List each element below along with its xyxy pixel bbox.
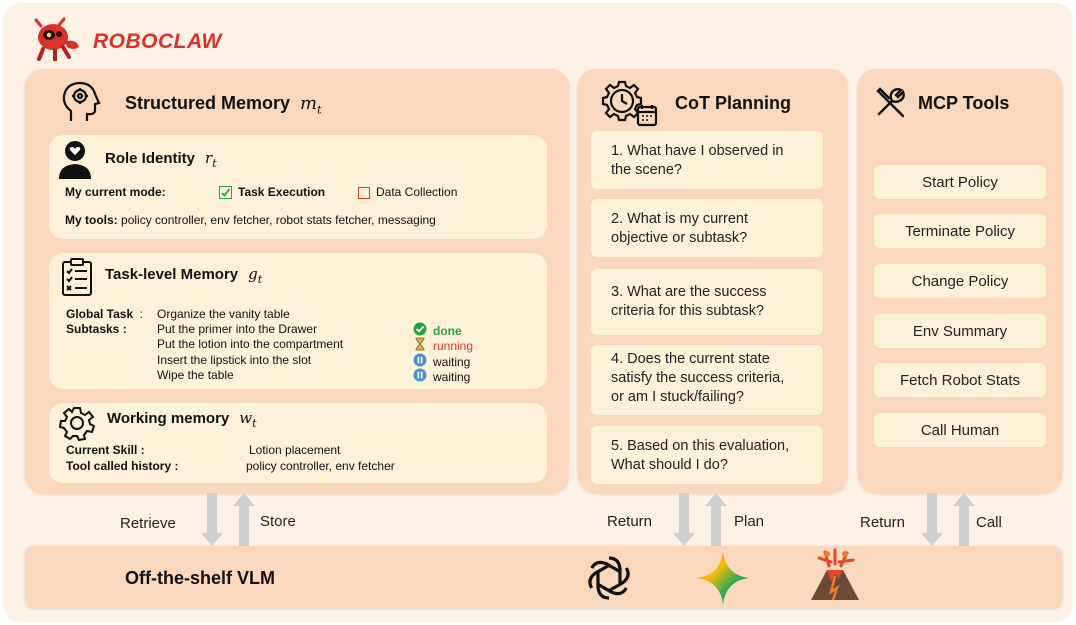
tool-history-value: policy controller, env fetcher	[246, 459, 395, 473]
store-label: Store	[260, 513, 296, 530]
brand-name: ROBOCLAW	[93, 29, 222, 53]
role-identity-card: Role Identity rt My current mode: Task E…	[49, 135, 547, 239]
checkmark-done-icon	[413, 322, 427, 340]
head-brain-icon	[61, 81, 101, 128]
robot-logo-icon	[29, 17, 85, 66]
tool-change-policy: Change Policy	[874, 264, 1046, 298]
person-heart-icon	[57, 139, 93, 184]
checkbox-checked-icon	[219, 186, 232, 199]
working-memory-title: Working memory wt	[107, 409, 257, 430]
current-skill-value: Lotion placement	[249, 443, 341, 457]
tools-row: My tools: policy controller, env fetcher…	[65, 213, 436, 227]
plan-label: Plan	[734, 513, 765, 530]
clipboard-checklist-icon	[61, 257, 93, 302]
working-symbol: wt	[239, 409, 257, 430]
structured-memory-title: Structured Memory mt	[125, 93, 322, 117]
status-done: done	[413, 322, 462, 340]
memory-symbol: mt	[300, 93, 322, 117]
plan-arrow	[705, 493, 727, 546]
checkbox-empty-icon	[358, 186, 370, 199]
subtask-text: Insert the lipstick into the slot	[157, 353, 312, 367]
pause-icon	[413, 353, 427, 371]
mcp-tools-title: MCP Tools	[918, 93, 1010, 113]
tool-terminate-policy: Terminate Policy	[874, 214, 1046, 248]
store-arrow	[233, 493, 255, 546]
current-skill-label: Current Skill :	[66, 443, 145, 457]
brand: ROBOCLAW	[29, 17, 222, 66]
tool-env-summary: Env Summary	[874, 314, 1046, 348]
call-label: Call	[976, 514, 1002, 531]
mode-label: My current mode:	[65, 185, 166, 199]
retrieve-label: Retrieve	[120, 515, 176, 532]
global-task-row: Global Task : Organize the vanity table	[66, 307, 290, 321]
mode-other: Data Collection	[358, 185, 457, 200]
hourglass-icon	[413, 337, 427, 355]
pause-icon	[413, 368, 427, 386]
status-waiting: waiting	[413, 353, 470, 371]
task-memory-card: Task-level Memory gt Global Task : Organ…	[49, 253, 547, 389]
return-label-cot: Return	[607, 513, 653, 530]
return-arrow-cot	[673, 493, 695, 546]
arrows-layer	[201, 493, 975, 546]
role-identity-title: Role Identity rt	[105, 149, 217, 170]
subtask-text: Put the primer into the Drawer	[157, 322, 318, 336]
role-symbol: rt	[205, 149, 217, 170]
diagram-canvas: ROBOCLAW Structured Memory mt	[3, 3, 1073, 622]
return-label-mcp: Return	[860, 514, 906, 531]
status-running: running	[413, 337, 473, 355]
structured-memory-panel: Structured Memory mt Role Identity rt My…	[25, 69, 569, 493]
status-waiting: waiting	[413, 368, 470, 386]
return-arrow-mcp	[921, 493, 943, 546]
cot-question: 5. Based on this evaluation,What should …	[591, 426, 823, 484]
gemini-star-icon	[695, 550, 751, 611]
vlm-title: Off-the-shelf VLM	[125, 568, 275, 588]
volcano-icon	[807, 548, 863, 609]
mcp-tools-panel: MCP Tools Start Policy Terminate Policy …	[858, 69, 1062, 493]
tool-call-human: Call Human	[874, 413, 1046, 447]
cot-planning-title: CoT Planning	[675, 93, 791, 113]
tool-fetch-robot-stats: Fetch Robot Stats	[874, 363, 1046, 397]
tool-history-label: Tool called history :	[66, 459, 179, 473]
task-memory-title: Task-level Memory gt	[105, 265, 263, 286]
clock-gear-icon	[600, 79, 658, 132]
vlm-bar: Off-the-shelf VLM	[25, 546, 1062, 608]
mode-selected: Task Execution	[219, 185, 325, 200]
working-memory-card: Working memory wt Current Skill : Lotion…	[49, 403, 547, 483]
retrieve-arrow	[201, 493, 223, 546]
gear-icon	[58, 405, 96, 446]
task-symbol: gt	[248, 265, 263, 286]
openai-logo-icon	[581, 550, 637, 611]
subtasks-label: Subtasks :	[66, 322, 127, 336]
subtask-text: Put the lotion into the compartment	[157, 337, 344, 351]
subtask-text: Wipe the table	[157, 368, 234, 382]
call-arrow	[953, 493, 975, 546]
tool-start-policy: Start Policy	[874, 165, 1046, 199]
wrench-screwdriver-icon	[874, 87, 906, 124]
